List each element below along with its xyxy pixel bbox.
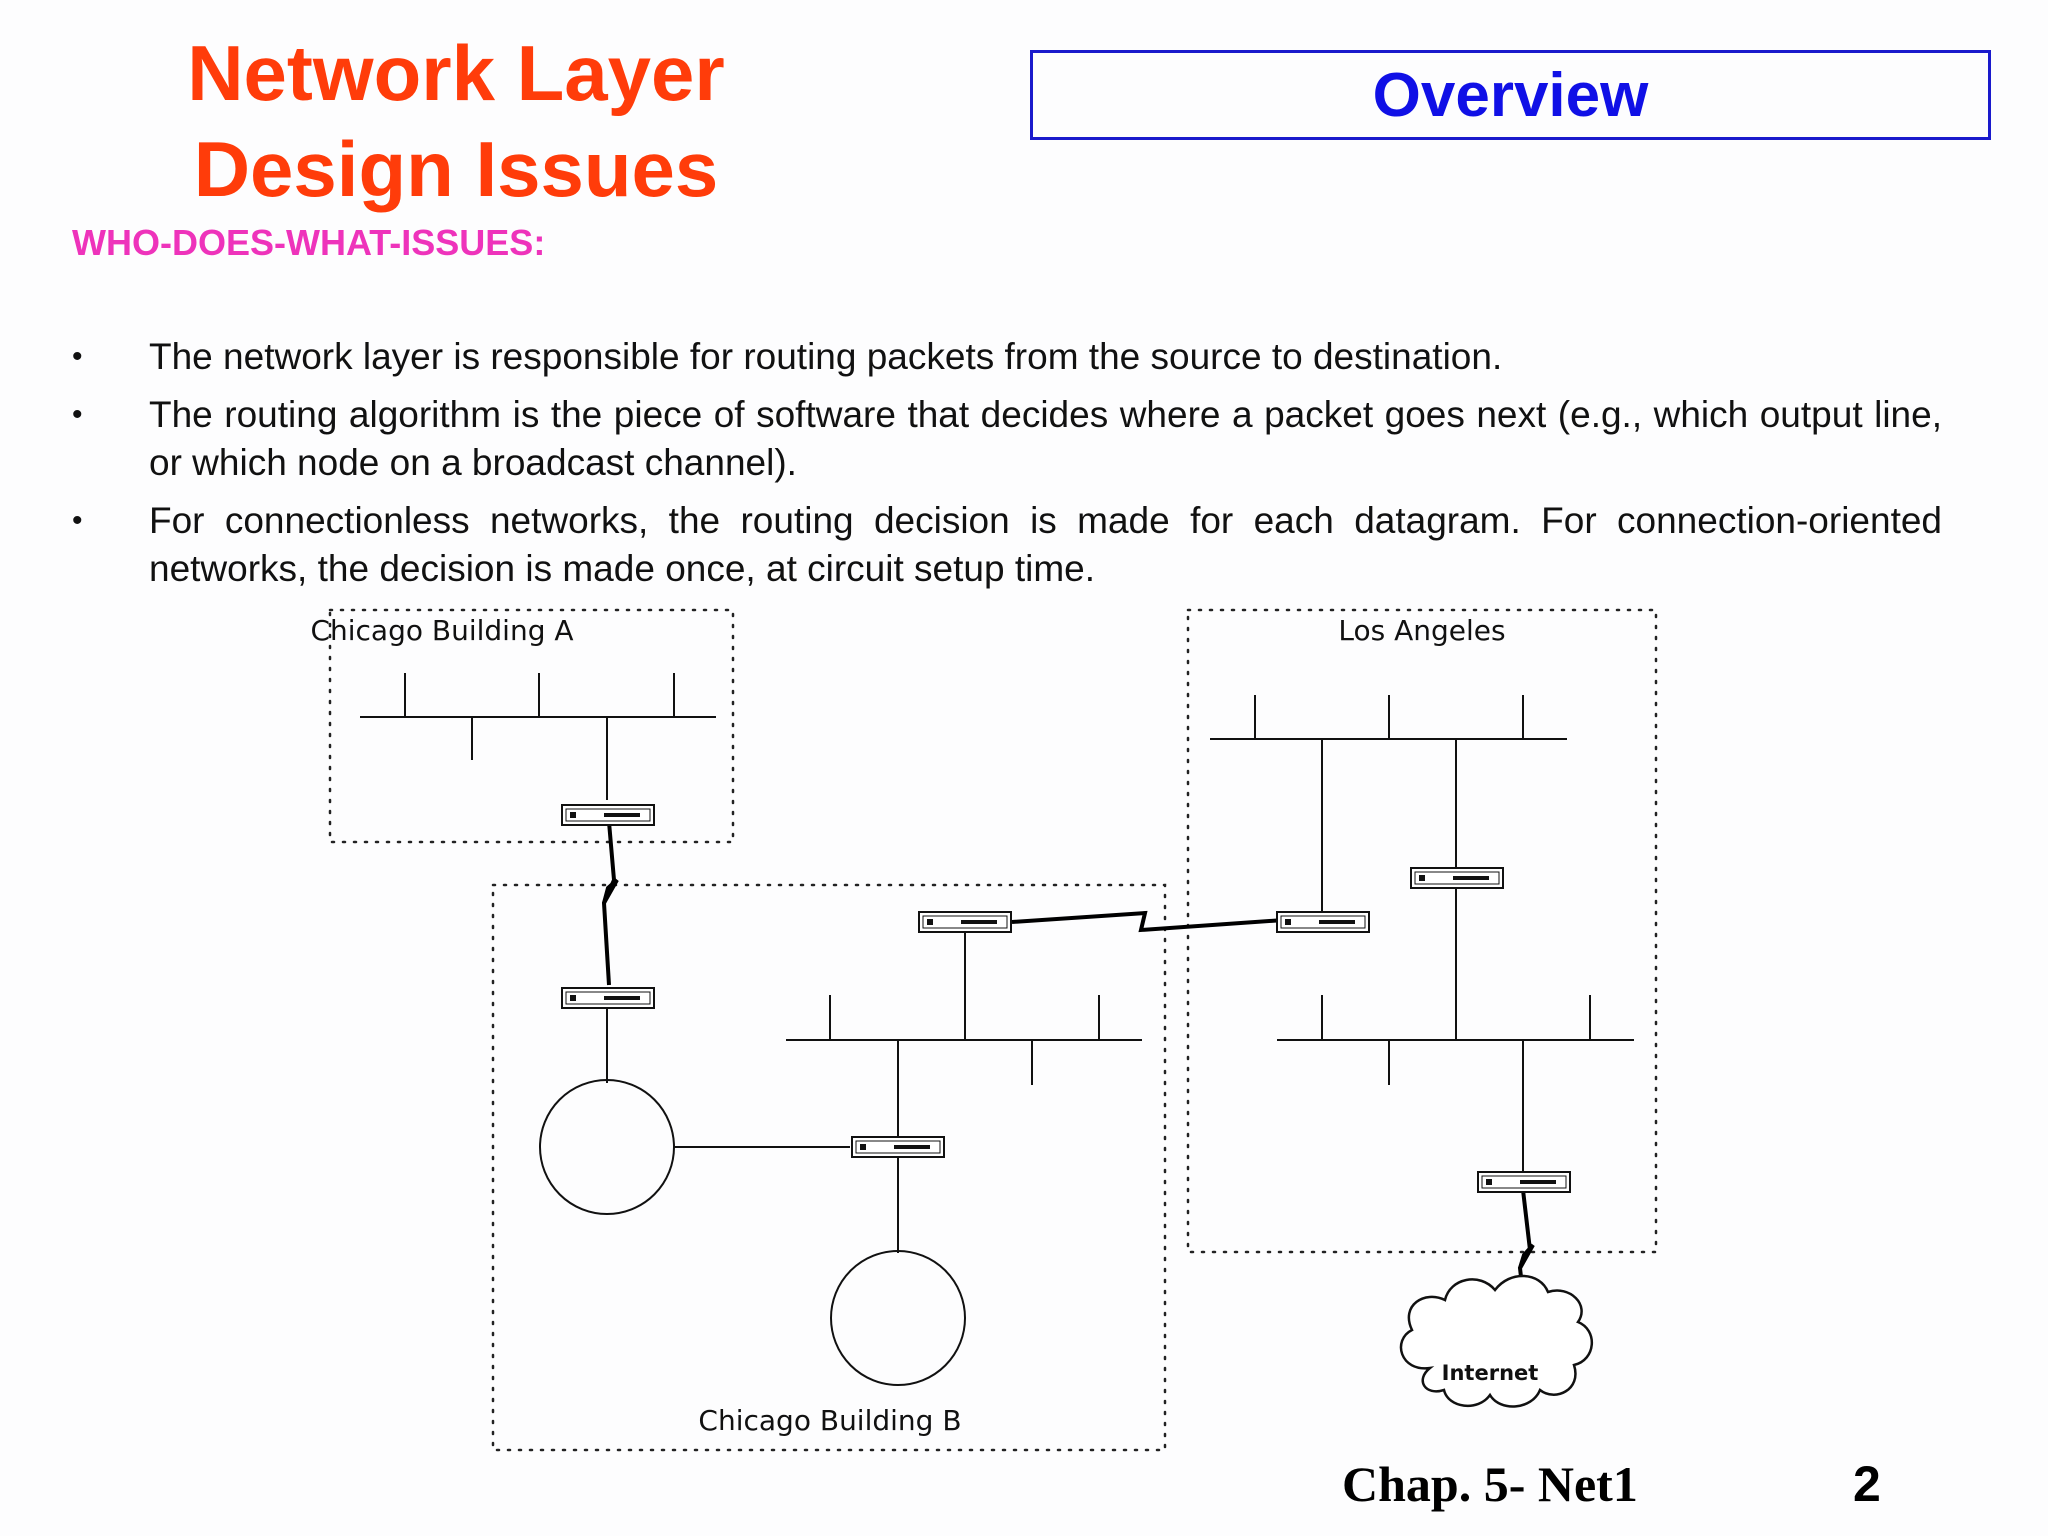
bullet-item: • The network layer is responsible for ro…: [72, 333, 1942, 381]
router-icon: [1410, 867, 1504, 889]
bullet-text: The routing algorithm is the piece of so…: [149, 394, 1942, 483]
los-angeles-boundary: [1186, 608, 1658, 1254]
bullet-dot: •: [72, 340, 83, 373]
router-icon: [1276, 911, 1370, 933]
chicago-a-label: Chicago Building A: [310, 614, 573, 647]
routers: [561, 804, 1571, 1193]
chicago-b-boundary: [491, 883, 1167, 1452]
bullet-dot: •: [72, 504, 83, 537]
router-icon: [561, 804, 655, 826]
footer-chapter: Chap. 5- Net1: [1342, 1456, 1638, 1512]
bullet-dot: •: [72, 398, 83, 431]
overview-label: Overview: [1372, 60, 1649, 130]
footer-page-number: 2: [1853, 1456, 1881, 1512]
bullet-text: For connectionless networks, the routing…: [149, 500, 1942, 589]
internet-label: Internet: [1442, 1361, 1539, 1385]
chicago-b-label: Chicago Building B: [698, 1404, 961, 1437]
router-icon: [1477, 1171, 1571, 1193]
bullet-text: The network layer is responsible for rou…: [149, 336, 1503, 377]
subheading: WHO-DOES-WHAT-ISSUES:: [72, 222, 546, 263]
router-icon: [561, 987, 655, 1009]
slide-title-line1: Network Layer: [187, 29, 725, 117]
slide-title-line2: Design Issues: [193, 125, 719, 213]
bullet-list: • The network layer is responsible for ro…: [72, 333, 1942, 603]
slide-title: Network Layer Design Issues: [120, 25, 792, 217]
ring-network-2: [830, 1250, 966, 1386]
serial-link-b-la: [1011, 910, 1285, 933]
overview-box: Overview: [1030, 50, 1991, 140]
bullet-item: • For connectionless networks, the routin…: [72, 497, 1942, 593]
bullet-item: • The routing algorithm is the piece of s…: [72, 391, 1942, 487]
ring-network-1: [539, 1079, 675, 1215]
chicago-a-boundary: [328, 608, 735, 844]
router-icon: [851, 1136, 945, 1158]
los-angeles-label: Los Angeles: [1338, 614, 1505, 647]
internet-cloud-icon: [1399, 1274, 1594, 1408]
router-icon: [918, 911, 1012, 933]
